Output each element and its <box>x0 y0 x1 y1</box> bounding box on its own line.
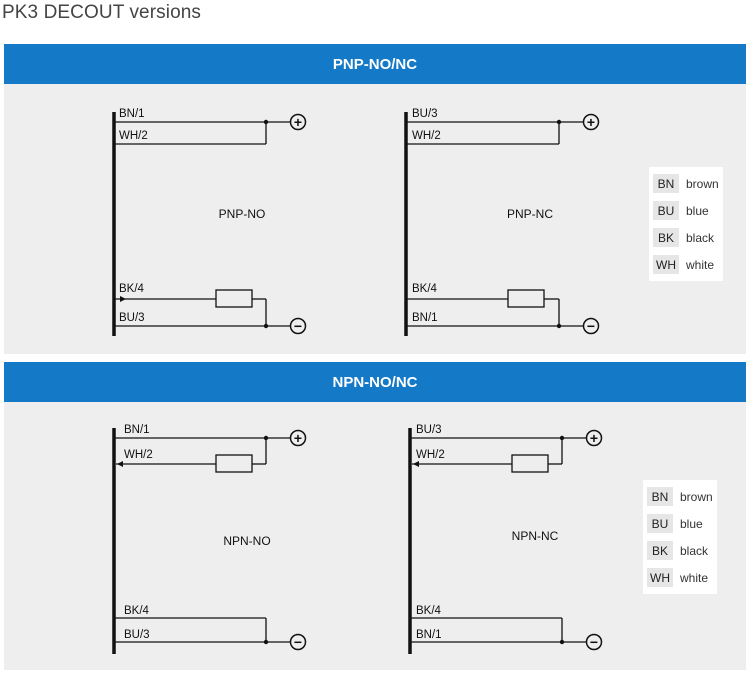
wire-label: BU/3 <box>416 424 442 436</box>
diagram-name: NPN-NO <box>223 534 270 548</box>
wire-label: BU/3 <box>124 629 150 641</box>
section-panel-npn: BN/1 WH/2 BK/4 BU/3 NPN-NO + − <box>4 402 746 670</box>
wire-label: WH/2 <box>119 130 148 142</box>
section-header-pnp: PNP-NO/NC <box>4 44 746 84</box>
legend-item: BK black <box>647 537 713 564</box>
minus-terminal-icon: − <box>587 318 595 334</box>
minus-terminal-icon: − <box>294 634 302 650</box>
diagram-npn-no-labels: BN/1 WH/2 BK/4 BU/3 NPN-NO + − <box>124 424 302 650</box>
plus-terminal-icon: + <box>294 114 302 130</box>
diagram-name: PNP-NO <box>219 207 266 221</box>
legend-item: WH white <box>647 564 713 591</box>
legend-name: black <box>686 230 715 245</box>
diagram-pnp-nc-labels: BU/3 WH/2 BK/4 BN/1 PNP-NC + − <box>412 108 595 334</box>
legend-item: BK black <box>653 224 719 251</box>
wire-label: BK/4 <box>119 283 145 295</box>
plus-terminal-icon: + <box>294 430 302 446</box>
wire-color-legend: BN brown BU blue BK black WH white <box>643 480 717 594</box>
legend-item: BN brown <box>653 170 719 197</box>
wire-label: BU/3 <box>119 312 145 324</box>
legend-item: BN brown <box>647 483 713 510</box>
section-header-npn: NPN-NO/NC <box>4 362 746 402</box>
wire-label: BK/4 <box>416 605 442 617</box>
legend-code: BK <box>647 541 673 560</box>
legend-item: BU blue <box>647 510 713 537</box>
diagram-name: PNP-NC <box>507 207 553 221</box>
wire-label: BU/3 <box>412 108 438 120</box>
legend-name: blue <box>680 516 703 531</box>
wire-color-legend: BN brown BU blue BK black WH white <box>649 167 723 281</box>
minus-terminal-icon: − <box>294 318 302 334</box>
wire-label: BK/4 <box>124 605 150 617</box>
legend-item: WH white <box>653 251 719 278</box>
legend-item: BU blue <box>653 197 719 224</box>
legend-name: white <box>686 257 715 272</box>
legend-name: black <box>680 543 709 558</box>
minus-terminal-icon: − <box>590 634 598 650</box>
diagram-npn-nc-labels: BU/3 WH/2 BK/4 BN/1 NPN-NC + − <box>416 424 598 650</box>
plus-terminal-icon: + <box>587 114 595 130</box>
legend-name: brown <box>686 176 719 191</box>
wire-label: WH/2 <box>416 449 445 461</box>
legend-name: blue <box>686 203 709 218</box>
section-panel-pnp: BN/1 WH/2 BK/4 BU/3 PNP-NO + − BU/ <box>4 84 746 354</box>
legend-code: BU <box>647 514 673 533</box>
legend-code: BK <box>653 228 679 247</box>
legend-code: BN <box>647 487 673 506</box>
npn-wiring-svg: BN/1 WH/2 BK/4 BU/3 NPN-NO + − <box>112 424 603 654</box>
wire-label: WH/2 <box>412 130 441 142</box>
page-title: PK3 DECOUT versions <box>2 2 201 23</box>
legend-code: BU <box>653 201 679 220</box>
wire-label: WH/2 <box>124 449 153 461</box>
wire-label: BN/1 <box>416 629 442 641</box>
diagram-pnp-no-labels: BN/1 WH/2 BK/4 BU/3 PNP-NO + − <box>119 108 302 334</box>
legend-name: white <box>680 570 709 585</box>
diagram-name: NPN-NC <box>512 529 559 543</box>
pnp-wiring-svg: BN/1 WH/2 BK/4 BU/3 PNP-NO + − BU/ <box>112 108 600 336</box>
wire-label: BN/1 <box>124 424 150 436</box>
legend-code: BN <box>653 174 679 193</box>
diagram-pnp-no <box>112 112 307 336</box>
wire-label: BK/4 <box>412 283 438 295</box>
plus-terminal-icon: + <box>590 430 598 446</box>
legend-code: WH <box>653 255 679 274</box>
wire-label: BN/1 <box>119 108 145 120</box>
diagram-npn-no <box>112 428 307 654</box>
diagram-pnp-nc <box>404 112 600 336</box>
diagram-npn-nc <box>408 428 603 654</box>
legend-name: brown <box>680 489 713 504</box>
wire-label: BN/1 <box>412 312 438 324</box>
legend-code: WH <box>647 568 673 587</box>
